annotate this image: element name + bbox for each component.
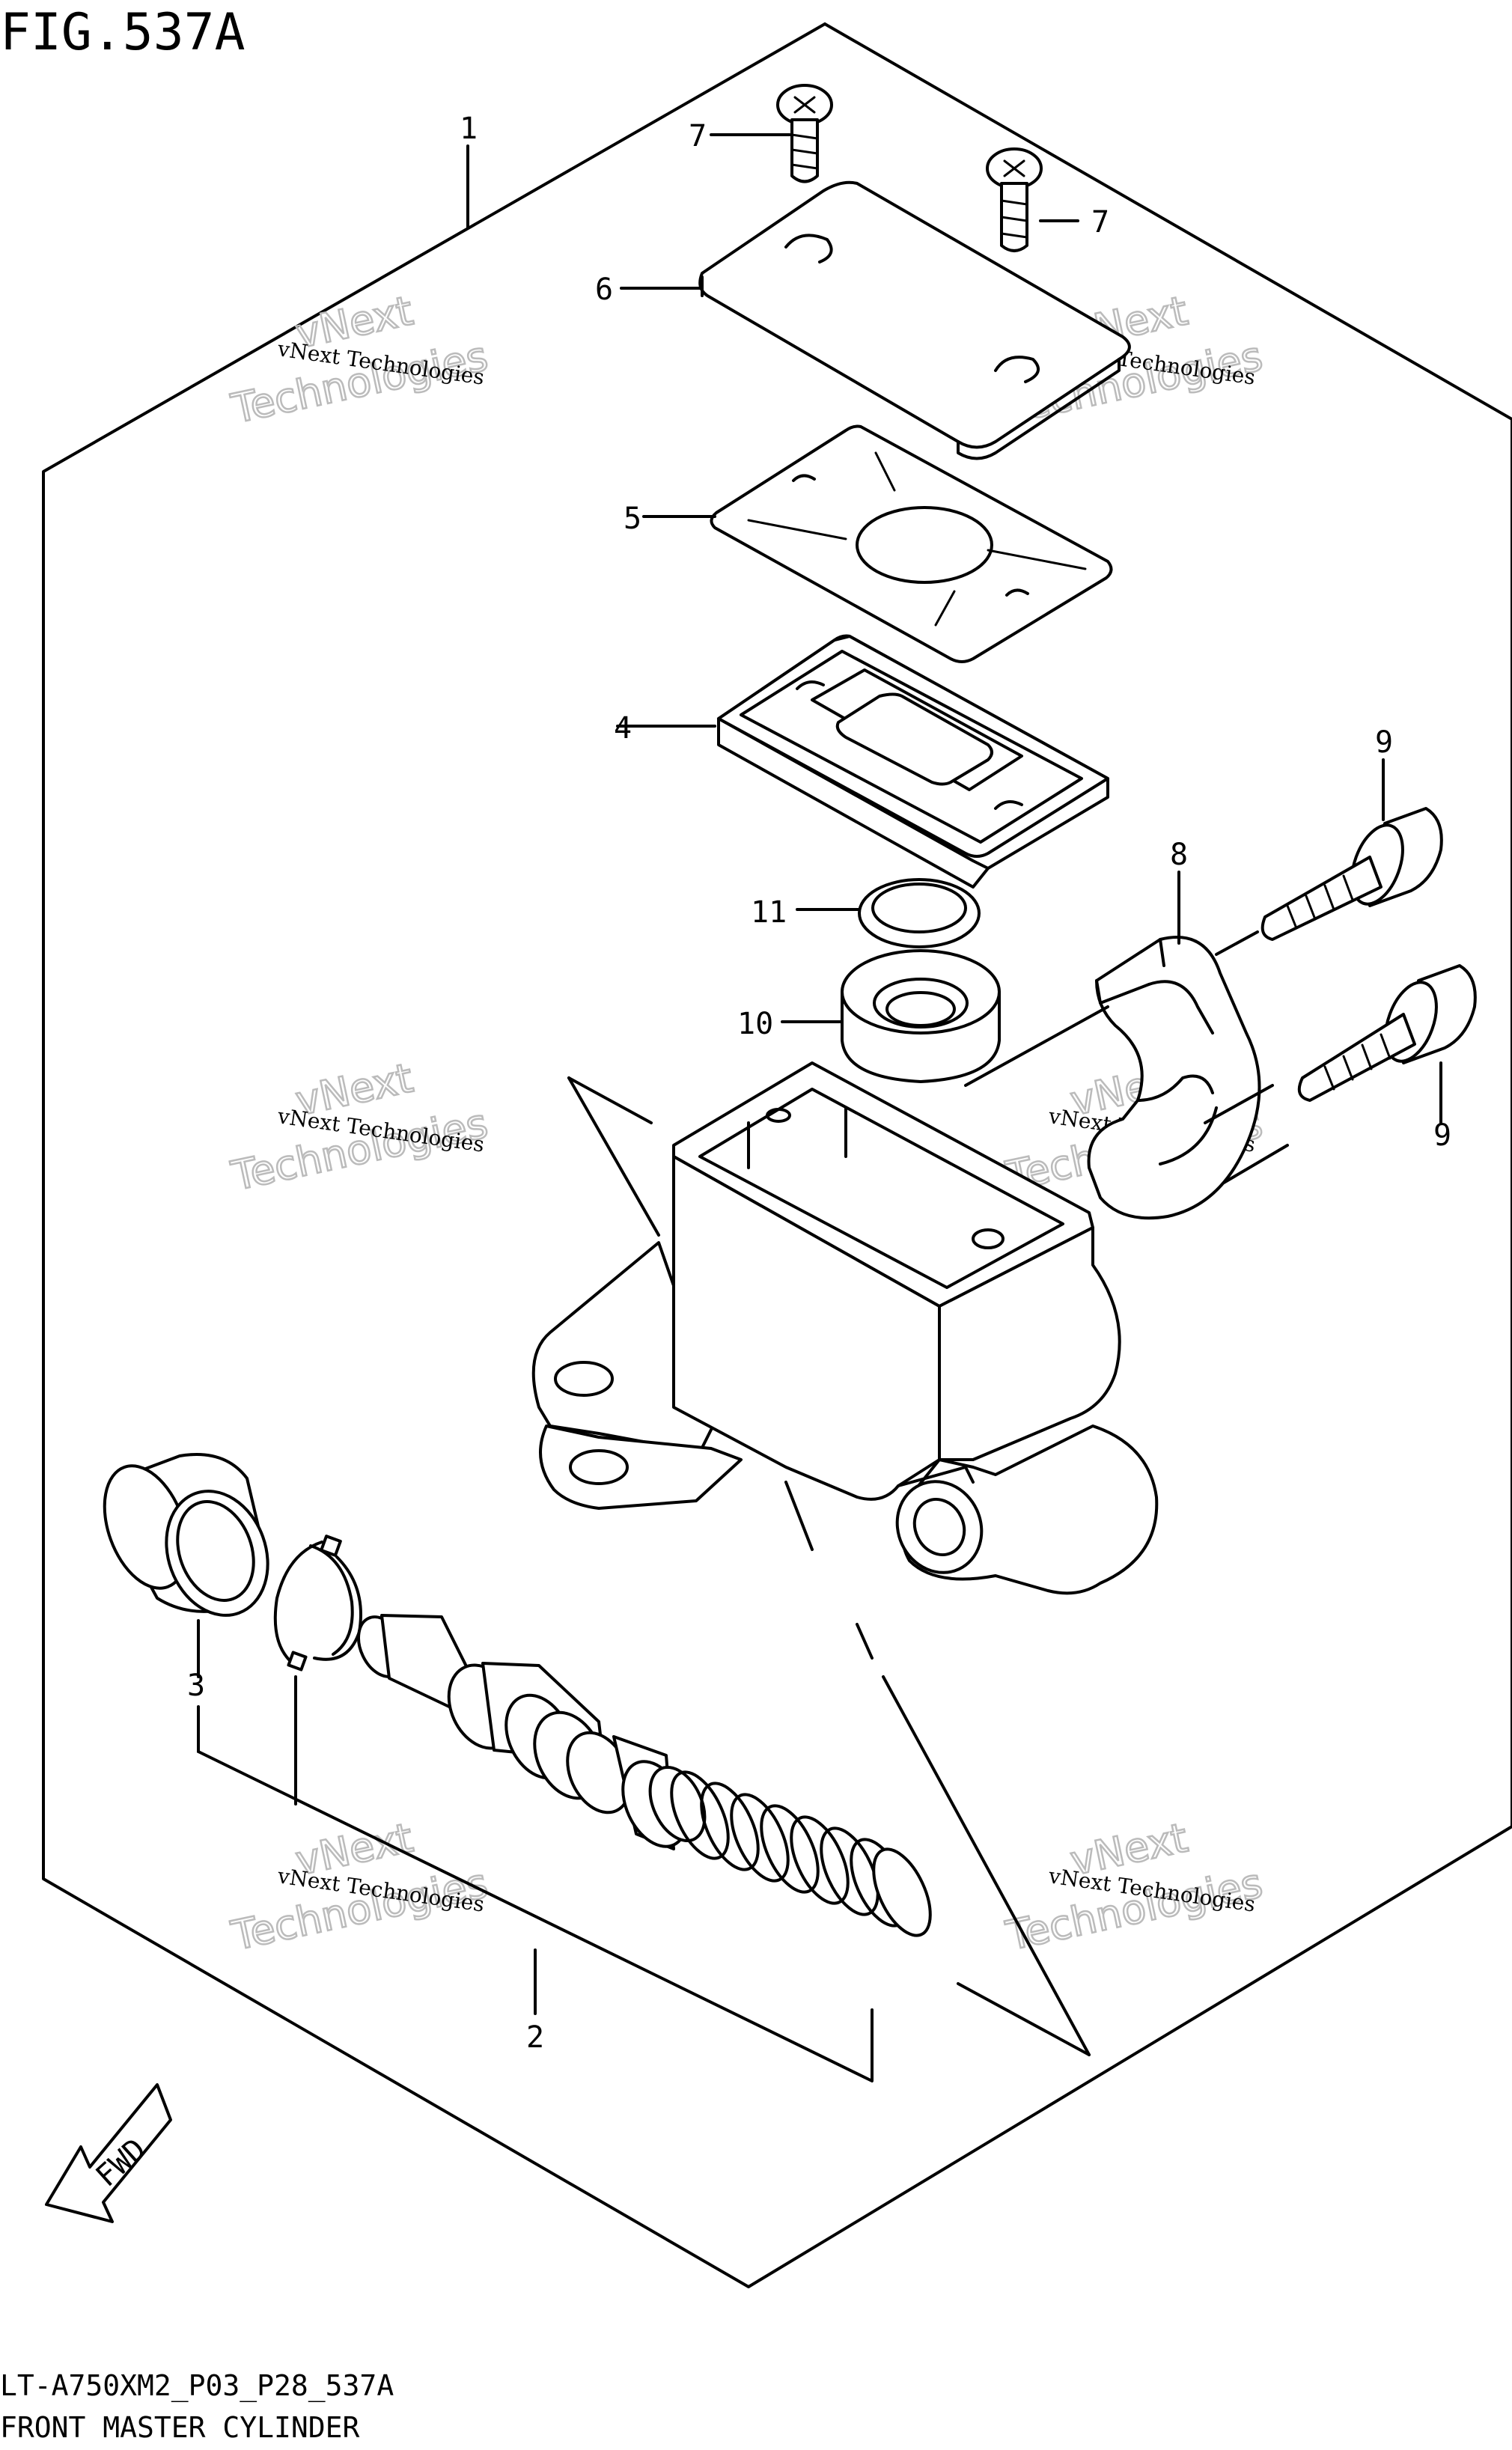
fwd-arrow-icon: FWD [45,2083,172,2223]
watermark-bottom-left: vNext Technologies vNext Technologies [226,1813,493,1960]
part-7-screw-left [776,84,833,183]
assembly-guide-lines [567,930,1289,2056]
callout-6: 6 [595,272,613,307]
figure-title: FIG.537A [0,3,246,62]
part-7-screw-right [986,147,1043,252]
callout-11: 11 [751,895,787,930]
part-9-bolt-upper [1260,807,1443,941]
callout-9-upper: 9 [1375,725,1393,760]
callout-9-lower: 9 [1433,1118,1451,1153]
watermark-bottom-right: vNext Technologies vNext Technologies [1001,1813,1267,1960]
part-8-clamp [1087,936,1261,1220]
part-5-diaphragm-plate [710,424,1113,663]
part-1-master-cylinder-body [531,1061,1159,1595]
callout-5: 5 [624,502,641,536]
part-11-o-ring [858,878,981,948]
part-2-piston-assembly [357,1614,932,1937]
callout-8: 8 [1170,838,1188,872]
callout-1: 1 [460,112,478,146]
callout-7-right: 7 [1091,205,1109,240]
callout-7-left: 7 [689,119,707,153]
watermark-middle-left: vNext Technologies vNext Technologies [226,1053,493,1201]
callout-4: 4 [614,711,632,746]
callout-2: 2 [526,2020,544,2055]
part-9-bolt-lower [1297,964,1477,1102]
callout-10: 10 [737,1007,773,1041]
part-3-circlip [273,1535,362,1672]
part-10-reservoir-boot [841,949,1001,1083]
figure-code: LT-A750XM2_P03_P28_537A [0,2369,394,2403]
assembly-outline [42,22,1512,2288]
watermark-top-left: vNext Technologies vNext Technologies [226,286,493,433]
callout-3: 3 [187,1669,205,1703]
part-6-reservoir-cap [698,180,1131,460]
figure-caption: FRONT MASTER CYLINDER [0,2411,360,2444]
part-3-boot-cap [103,1453,269,1617]
leader-lines [197,133,1442,2082]
part-4-diaphragm [717,634,1109,889]
